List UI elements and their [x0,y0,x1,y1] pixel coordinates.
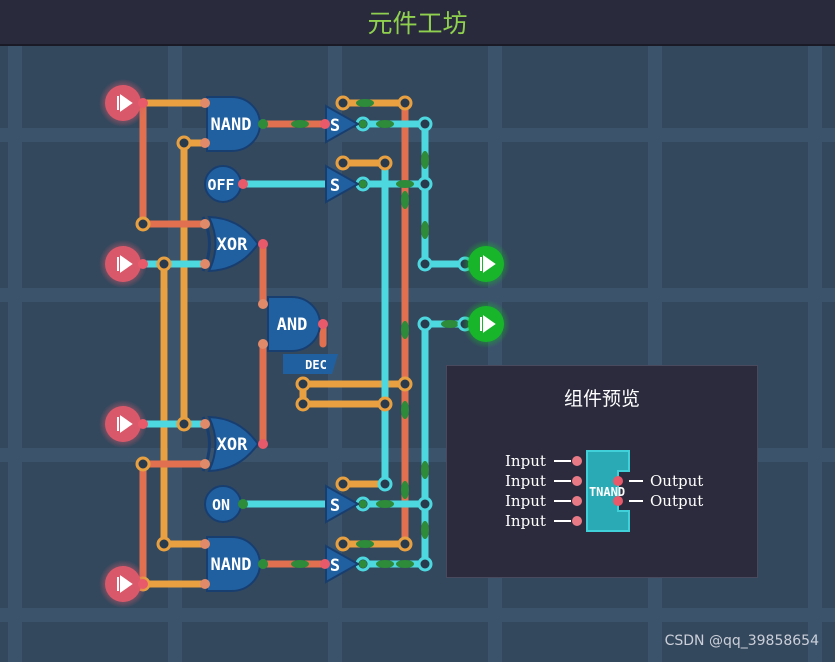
dec-label: DEC [305,358,327,372]
input-node-2[interactable] [99,240,147,288]
preview-output-label-1: Output [650,472,704,490]
junctions [135,95,473,592]
switch-3[interactable]: S [325,484,361,524]
xor-gate-bottom[interactable]: XOR [201,415,260,473]
window-title: 元件工坊 [367,9,468,38]
on-label: ON [212,496,230,514]
play-icon [117,575,133,593]
preview-output-label-2: Output [650,492,704,510]
preview-input-label-2: Input [505,472,546,490]
input-node-1[interactable] [99,79,147,127]
watermark: CSDN @qq_39858654 [664,633,819,649]
switch-2[interactable]: S [325,164,361,204]
circuit-board[interactable]: NAND NAND XOR XOR AND DEC OFF ON S S [0,46,835,662]
component-preview-panel: 组件预览 TNAND Input Input Input Input Outpu… [446,365,758,578]
title-bar: 元件工坊 [0,0,835,46]
xor-bottom-label: XOR [217,435,248,455]
on-constant[interactable]: ON [204,485,242,523]
tnand-component-label: TNAND [589,485,625,499]
play-icon [117,94,133,112]
play-icon [117,255,133,273]
pin-dots [138,98,367,589]
xor-top-label: XOR [217,235,248,255]
xor-gate-top[interactable]: XOR [201,215,260,273]
input-node-3[interactable] [99,400,147,448]
nand-top-label: NAND [211,115,252,135]
preview-title: 组件预览 [563,388,640,410]
wires-cyan [139,120,489,568]
off-constant[interactable]: OFF [204,165,242,203]
switch-2-label: S [330,176,340,196]
play-icon [117,415,133,433]
switch-3-label: S [330,496,340,516]
input-node-4[interactable] [99,560,147,608]
play-icon [480,315,496,333]
and-label: AND [277,315,308,335]
output-node-1[interactable] [462,240,510,288]
and-gate[interactable]: AND DEC [267,296,338,374]
preview-component-graphic: TNAND [554,450,643,532]
output-node-2[interactable] [462,300,510,348]
tnand-component-body [586,450,630,532]
switch-4-label: S [330,556,340,576]
nand-bottom-label: NAND [211,555,252,575]
preview-input-label-3: Input [505,492,546,510]
signal-marks [291,99,459,568]
play-icon [480,255,496,273]
preview-input-label-4: Input [505,512,546,530]
off-label: OFF [207,176,234,194]
preview-input-label-1: Input [505,452,546,470]
switch-1-label: S [330,116,340,136]
